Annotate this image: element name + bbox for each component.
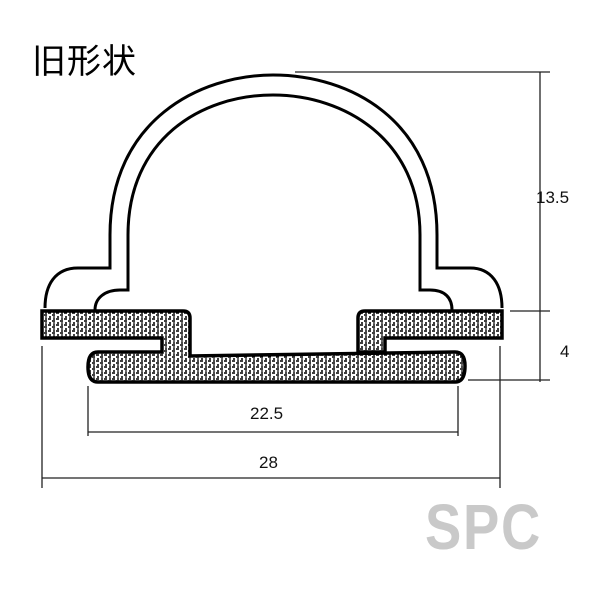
dim-outer-width: 28 — [259, 453, 278, 472]
watermark-logo: SPC — [425, 491, 542, 563]
dim-height-upper: 13.5 — [536, 188, 569, 207]
dome-outline — [43, 73, 504, 309]
diagram-title: 旧形状 — [32, 42, 137, 82]
base-flange — [40, 309, 504, 384]
dim-height-lower: 4 — [560, 342, 569, 361]
dome-inner-outline — [93, 93, 454, 311]
dim-inner-width: 22.5 — [250, 404, 283, 423]
dimension-lines — [41, 71, 550, 488]
